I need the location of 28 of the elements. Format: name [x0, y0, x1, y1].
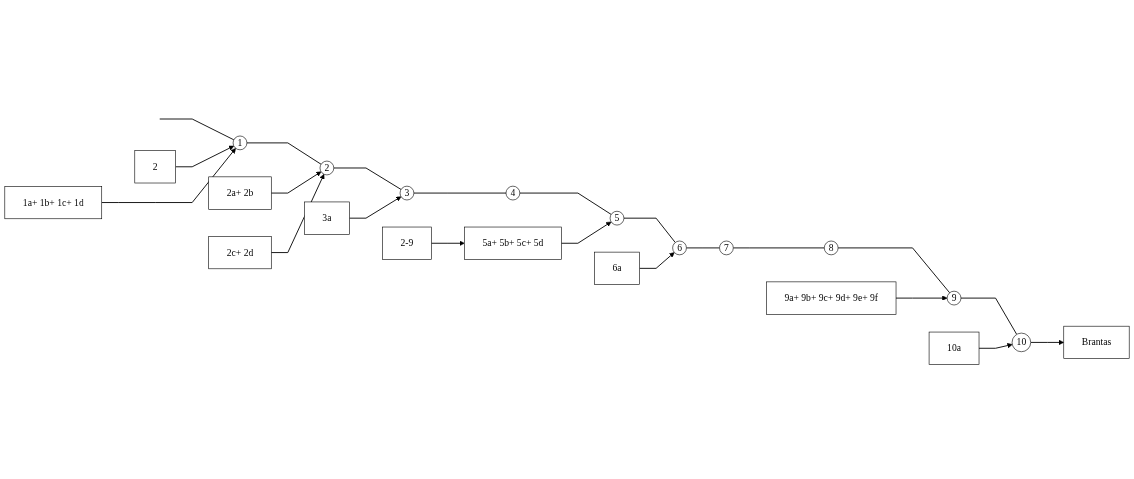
connector — [623, 217, 676, 243]
node-circle: 2 — [319, 160, 335, 176]
node-circle: 1 — [232, 135, 248, 151]
node-box: 6a — [594, 251, 640, 285]
node-box: 2a+ 2b — [208, 176, 272, 210]
node-circle: 3 — [399, 185, 415, 201]
connector — [159, 118, 235, 141]
node-box: 1a+ 1b+ 1c+ 1d — [4, 186, 103, 220]
node-circle: 10 — [1011, 332, 1031, 353]
node-circle: 7 — [719, 240, 734, 256]
node-circle: 4 — [505, 185, 521, 201]
node-box: 2c+ 2d — [208, 236, 272, 270]
connector — [960, 297, 1018, 335]
node-box: 9a+ 9b+ 9c+ 9d+ 9e+ 9f — [766, 281, 897, 315]
node-box: 2 — [134, 150, 176, 184]
node-circle: 6 — [672, 240, 687, 256]
connector — [333, 167, 402, 190]
node-circle: 5 — [609, 210, 625, 226]
connector — [246, 142, 322, 165]
node-box: 5a+ 5b+ 5c+ 5d — [464, 226, 562, 260]
node-box: 10a — [928, 331, 980, 365]
node-circle: 9 — [946, 290, 962, 306]
connector — [519, 192, 612, 215]
node-circle: 8 — [824, 240, 839, 256]
node-box: Brantas — [1063, 325, 1130, 359]
node-box: 3a — [304, 201, 350, 235]
node-box: 2-9 — [382, 226, 432, 260]
connector — [837, 247, 951, 294]
